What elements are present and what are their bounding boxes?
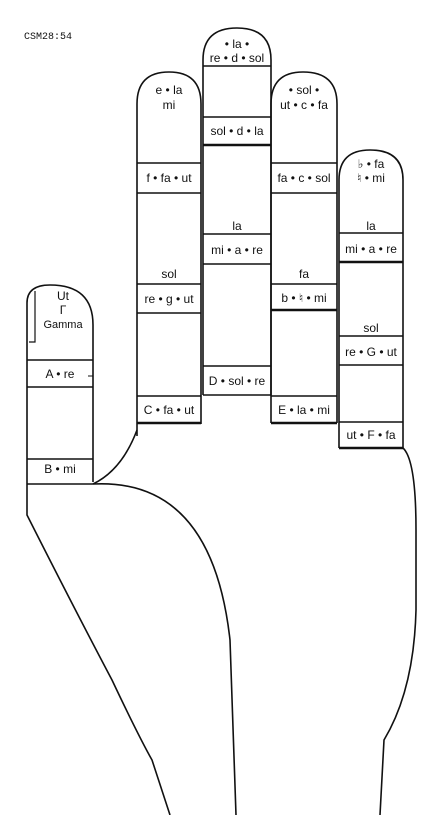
little-band-ut-f-fa: ut • F • fa bbox=[346, 428, 396, 442]
index-band-f-fa-ut: f • fa • ut bbox=[146, 171, 192, 185]
thumb-band-b-mi: B • mi bbox=[44, 462, 76, 476]
little-band-mi-a-re: mi • a • re bbox=[345, 242, 397, 256]
thenar-crease bbox=[92, 483, 237, 815]
index-band-re-g-ut: re • g • ut bbox=[144, 292, 194, 306]
index-tip-line1: e • la bbox=[155, 83, 183, 97]
thumb-tip-gamma-symbol: Γ bbox=[59, 303, 67, 317]
index-label-sol: sol bbox=[161, 267, 177, 281]
little-label-la: la bbox=[366, 219, 376, 233]
middle-tip-line2: re • d • sol bbox=[209, 51, 265, 65]
middle-finger-outline bbox=[202, 27, 272, 395]
thumb-tip-ut: Ut bbox=[57, 289, 69, 303]
ring-finger-outline bbox=[270, 71, 338, 423]
index-tip-line2: mi bbox=[162, 98, 176, 112]
thumb-outline bbox=[26, 284, 94, 482]
middle-band-sol-d-la: sol • d • la bbox=[210, 124, 264, 138]
ring-tip-line1: • sol • bbox=[288, 83, 320, 97]
middle-band-mi-a-re: mi • a • re bbox=[211, 243, 263, 257]
little-band-re-g-ut: re • G • ut bbox=[345, 345, 397, 359]
little-tip-line1: ♭ • fa bbox=[357, 157, 385, 171]
ring-label-fa: fa bbox=[298, 267, 309, 281]
palm-right-edge bbox=[379, 447, 417, 815]
little-finger-outline bbox=[338, 149, 404, 448]
ring-tip-line2: ut • c • fa bbox=[280, 98, 328, 112]
middle-tip-line1: • la • bbox=[224, 37, 250, 51]
index-finger-outline bbox=[136, 71, 202, 436]
index-band-c-fa-ut: C • fa • ut bbox=[143, 403, 195, 417]
ring-band-fa-c-sol: fa • c • sol bbox=[277, 171, 331, 185]
middle-band-d-sol-re: D • sol • re bbox=[208, 374, 266, 388]
palm-left-edge bbox=[26, 480, 171, 815]
middle-label-la: la bbox=[232, 219, 242, 233]
thumb-band-a-re: A • re bbox=[45, 367, 75, 381]
ring-band-b-natural-mi: b • ♮ • mi bbox=[281, 291, 327, 305]
figure-reference: CSM28:54 bbox=[24, 32, 73, 43]
ring-band-e-la-mi: E • la • mi bbox=[278, 403, 330, 417]
little-label-sol: sol bbox=[363, 321, 379, 335]
little-tip-line2: ♮ • mi bbox=[357, 171, 385, 185]
thumb-web bbox=[92, 429, 138, 485]
thumb-tip-gamma: Gamma bbox=[43, 319, 83, 331]
